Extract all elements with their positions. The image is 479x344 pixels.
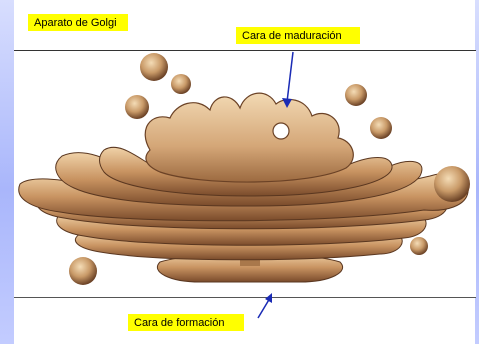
vesicle-8 — [434, 166, 470, 202]
arrow-maturation — [287, 52, 293, 102]
vesicle-1 — [140, 53, 168, 81]
vesicle-2 — [171, 74, 191, 94]
diagram-title: Aparato de Golgi — [28, 14, 128, 31]
arrow-formation — [258, 298, 270, 318]
vesicle-7 — [410, 237, 428, 255]
cisterna-top — [145, 93, 353, 182]
vesicle-3 — [125, 95, 149, 119]
cisterna-top-pore — [273, 123, 289, 139]
label-maturation-face: Cara de maduración — [236, 27, 360, 44]
label-formation-face: Cara de formación — [128, 314, 244, 331]
vesicle-5 — [370, 117, 392, 139]
vesicle-6 — [69, 257, 97, 285]
vesicle-4 — [345, 84, 367, 106]
